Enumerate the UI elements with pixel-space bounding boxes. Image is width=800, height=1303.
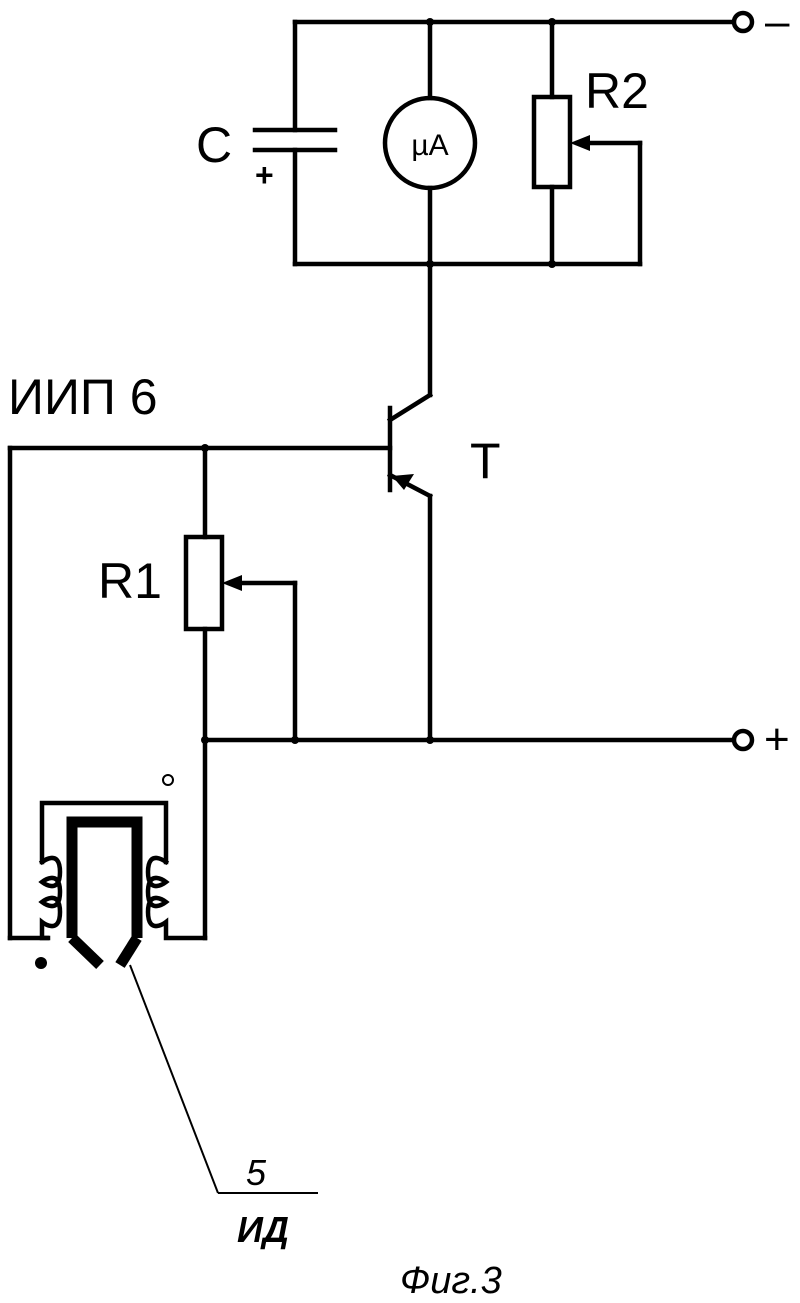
- sensor-transformer: [35, 774, 208, 969]
- resistor-r1: [183, 534, 298, 941]
- microammeter-label: µA: [411, 129, 448, 162]
- top-rail: [292, 19, 736, 267]
- minus-terminal: [731, 10, 755, 34]
- plus-terminal: [731, 728, 755, 752]
- resistor-r2: [531, 19, 643, 267]
- r2-wiper-arrow: [570, 135, 590, 151]
- junction-dots: [201, 18, 556, 744]
- resistor1-label: R1: [98, 553, 162, 609]
- reference-leader: [129, 964, 318, 1194]
- capacitor-label: C: [196, 117, 232, 173]
- capacitor-c: [252, 127, 338, 153]
- plus-terminal-label: +: [764, 715, 790, 764]
- minus-terminal-label: –: [765, 0, 790, 46]
- resistor2-label: R2: [585, 63, 649, 119]
- source-label: ИИП 6: [8, 369, 158, 425]
- transistor-t: [386, 391, 434, 743]
- capacitor-plus-label: +: [255, 157, 274, 193]
- microammeter: [382, 19, 478, 398]
- figure-caption: Фиг.3: [400, 1260, 502, 1302]
- emitter-arrow: [392, 474, 414, 490]
- transistor-label: T: [470, 433, 501, 489]
- r1-wiper-arrow: [222, 575, 242, 591]
- reference-number: 5: [246, 1152, 267, 1193]
- reference-text: ИД: [237, 1209, 289, 1250]
